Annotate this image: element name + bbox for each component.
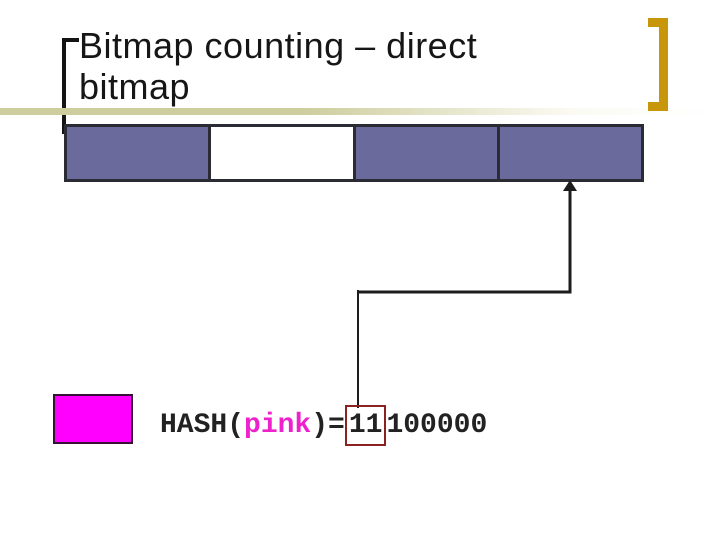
bitmap-cell-0 [67, 127, 212, 179]
boxed-bits: 11 [344, 405, 387, 446]
accent-band-divider [0, 108, 720, 115]
bitmap-cell-2 [355, 127, 500, 179]
bitmap-cell-3 [499, 127, 641, 179]
pink-color-swatch [53, 394, 133, 444]
connector-elbow-upper [358, 189, 572, 294]
hash-argument-text: pink [244, 410, 312, 441]
hash-function-text: HASH( [160, 410, 245, 441]
title-corner-mark [62, 38, 79, 134]
corner-bracket-decoration [648, 18, 668, 111]
remaining-bits: 100000 [386, 410, 488, 441]
slide-title: Bitmap counting – direct bitmap [79, 25, 478, 107]
bitmap-bar [64, 124, 644, 182]
hash-equals-text: )= [311, 410, 345, 441]
bitmap-cell-1 [211, 127, 356, 179]
